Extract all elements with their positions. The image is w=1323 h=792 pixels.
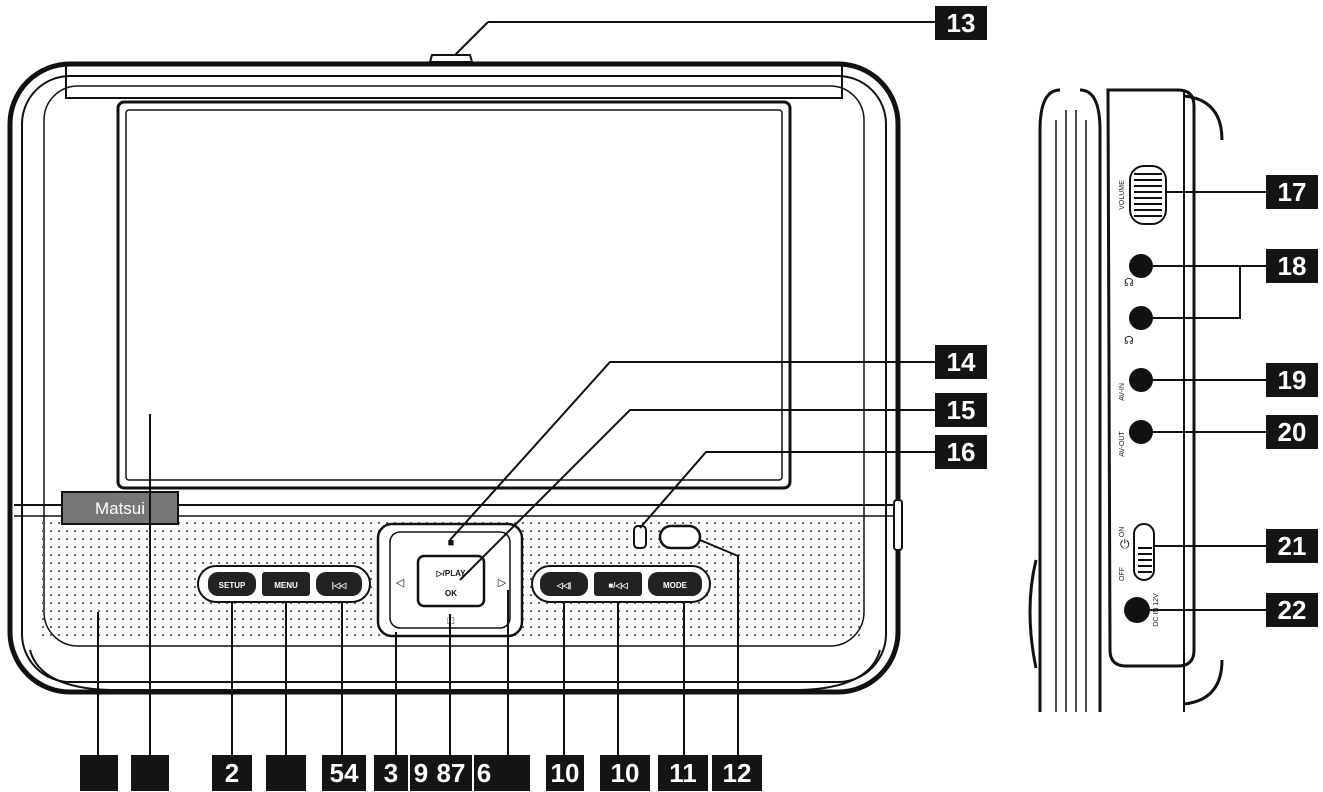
ir-sensor — [633, 525, 647, 549]
side-view: VOLUME ☊ ☊ AV-IN AV-OUT ⏻ OFF ON DC IN 1… — [1028, 88, 1224, 712]
skip-forward-button[interactable] — [540, 572, 588, 596]
callout-bottom-1 — [80, 755, 118, 791]
play-label: ▷/PLAY — [436, 569, 467, 578]
up-arrow-icon[interactable]: ■ — [448, 537, 455, 549]
callout-bottom-8: 87 — [430, 755, 472, 791]
callout-bottom-12: 10 — [600, 755, 650, 791]
callout-bottom-6: 3 — [374, 755, 408, 791]
callout-bottom-7: 9 — [410, 755, 432, 791]
av-out-label: AV-OUT — [1119, 431, 1126, 457]
menu-button[interactable] — [262, 572, 310, 596]
callout-bottom-5: 54 — [322, 755, 366, 791]
callout-bottom-11: 10 — [546, 755, 584, 791]
mode-button[interactable] — [648, 572, 702, 596]
skip-forward-label: ◁◁| — [556, 581, 572, 590]
headphone-jack-2[interactable] — [1129, 306, 1153, 330]
brand-badge — [61, 491, 179, 525]
top-knob — [428, 54, 474, 63]
callout-21: 21 — [1266, 529, 1318, 563]
dc-in-jack[interactable] — [1124, 597, 1150, 623]
callout-14: 14 — [935, 345, 987, 379]
callout-19: 19 — [1266, 363, 1318, 397]
av-in-label: AV-IN — [1119, 383, 1126, 401]
left-arrow-icon[interactable]: ◁ — [396, 577, 405, 589]
callout-15: 15 — [935, 393, 987, 427]
power-icon: ⏻ — [1120, 537, 1130, 551]
volume-label: VOLUME — [1119, 180, 1126, 210]
power-on-label: ON — [1119, 527, 1126, 538]
down-arrow-icon[interactable]: □ — [448, 615, 455, 627]
callout-bottom-9: 6 — [474, 755, 494, 791]
callout-bottom-4 — [266, 755, 306, 791]
headphone-icon-2: ☊ — [1124, 335, 1134, 347]
power-off-label: OFF — [1119, 567, 1126, 581]
setup-button-label: SETUP — [219, 581, 246, 590]
brand-logo: Matsui — [95, 499, 145, 518]
ok-label: OK — [445, 589, 457, 598]
lcd-screen — [116, 100, 792, 490]
top-knob-leader — [454, 21, 489, 56]
callout-bottom-10 — [492, 755, 530, 791]
callout-17: 17 — [1266, 175, 1318, 209]
callout-16: 16 — [935, 435, 987, 469]
menu-button-label: MENU — [274, 581, 298, 590]
av-out-jack[interactable] — [1129, 420, 1153, 444]
skip-back-button[interactable] — [316, 572, 362, 596]
setup-button[interactable] — [208, 572, 256, 596]
callout-22: 22 — [1266, 593, 1318, 627]
av-in-jack[interactable] — [1129, 368, 1153, 392]
front-view: Matsui SETUP MENU |◁◁ ▷/PLAY OK ■ □ ◁ ▷ … — [7, 21, 935, 695]
callout-bottom-13: 11 — [658, 755, 708, 791]
callout-20: 20 — [1266, 415, 1318, 449]
play-ok-button[interactable] — [416, 554, 486, 608]
headphone-jack-1[interactable] — [1129, 254, 1153, 278]
right-arrow-icon[interactable]: ▷ — [498, 577, 507, 589]
headphone-icon-1: ☊ — [1124, 277, 1134, 289]
callout-bottom-14: 12 — [712, 755, 762, 791]
callout-bottom-2 — [131, 755, 169, 791]
stop-label: ■/◁◁ — [608, 581, 628, 590]
power-button[interactable] — [658, 524, 702, 550]
leader-lines — [97, 191, 1266, 760]
callout-18: 18 — [1266, 249, 1318, 283]
stop-button[interactable] — [594, 572, 642, 596]
callout-bottom-3: 2 — [212, 755, 252, 791]
callout-13: 13 — [935, 6, 987, 40]
mode-label: MODE — [663, 581, 688, 590]
skip-back-label: |◁◁ — [332, 581, 347, 590]
